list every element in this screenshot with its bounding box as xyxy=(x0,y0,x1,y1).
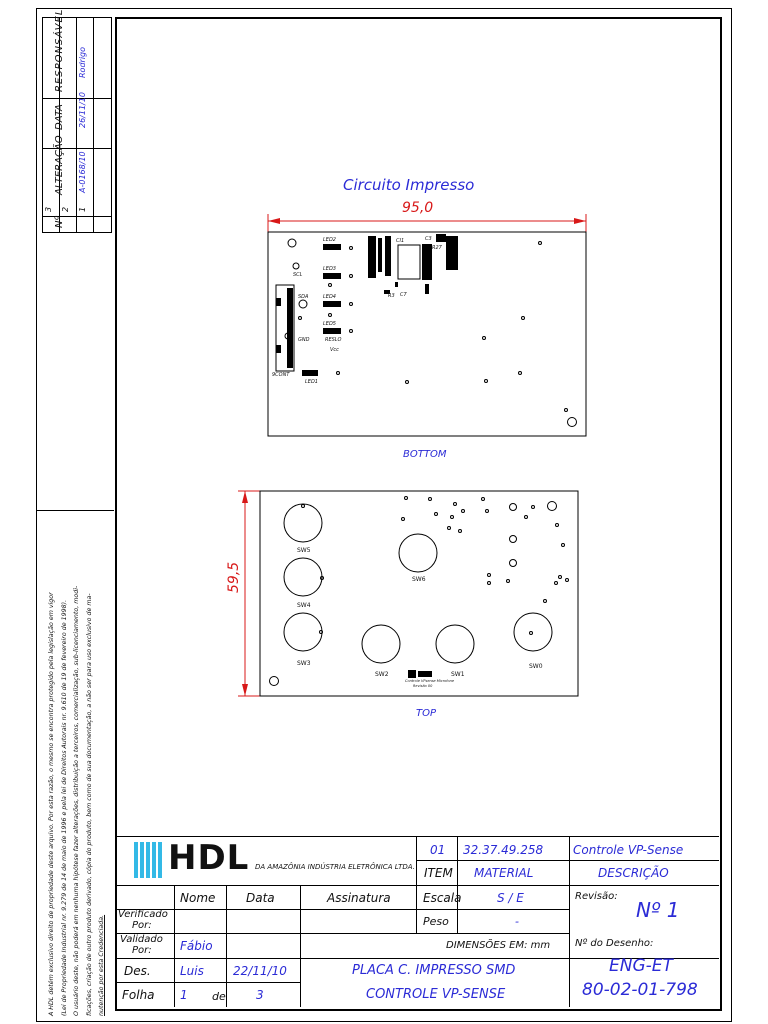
titulo-linha-2: CONTROLE VP-SENSE xyxy=(366,987,506,1002)
description-value: Controle VP-Sense xyxy=(573,843,684,857)
material-code: 32.37.49.258 xyxy=(463,843,544,857)
des-nome: Luis xyxy=(180,964,204,978)
revisao-value: Nº 1 xyxy=(636,898,680,922)
legal-notice-box xyxy=(36,510,114,1021)
switch-label-sw5: SW5 xyxy=(297,547,311,554)
validado-label-1: Validado xyxy=(120,934,163,945)
silk-r27: R27 xyxy=(432,245,442,251)
switch-label-sw2: SW2 xyxy=(375,671,389,678)
verificado-label-1: Verificado xyxy=(118,909,168,920)
col-descricao: DESCRIÇÃO xyxy=(598,866,669,880)
peso-label: Peso xyxy=(423,915,449,928)
silk-led1: LED1 xyxy=(305,379,318,385)
sheet-border xyxy=(36,8,732,1022)
drawing-title: Circuito Impresso xyxy=(343,176,475,194)
peso-value: - xyxy=(515,915,519,928)
silk-c7: C7 xyxy=(400,292,407,298)
revisao-label: Revisão: xyxy=(575,891,618,902)
validado-label-2: Por: xyxy=(132,945,152,956)
header-data: Data xyxy=(246,891,275,905)
silk-led2: LED2 xyxy=(323,237,336,243)
silk-9cont: 9CONT xyxy=(272,372,290,378)
col-material: MATERIAL xyxy=(474,866,534,880)
bottom-label: BOTTOM xyxy=(403,449,447,460)
title-block xyxy=(116,836,719,1007)
desenho-linha-2: 80-02-01-798 xyxy=(582,980,698,1000)
top-logo-text-2: Revisão 00 xyxy=(413,684,433,688)
switch-label-sw0: SW0 xyxy=(529,663,543,670)
silk-led5: LED5 xyxy=(323,321,336,327)
company-tag: DA AMAZÔNIA INDÚSTRIA ELETRÔNICA LTDA. xyxy=(255,863,415,871)
silk-reslo: RESLO xyxy=(325,337,342,343)
top-label: TOP xyxy=(416,708,437,719)
escala-value: S / E xyxy=(497,891,524,905)
top-logo-text-1: Controle VPsense Microfone xyxy=(405,679,455,683)
validado-nome: Fábio xyxy=(180,939,213,953)
silk-led3: LED3 xyxy=(323,266,336,272)
titulo-linha-1: PLACA C. IMPRESSO SMD xyxy=(352,963,516,978)
verificado-label-2: Por: xyxy=(132,920,152,931)
item-number: 01 xyxy=(430,843,446,857)
silk-scl: SCL xyxy=(293,272,303,278)
folha-label: Folha xyxy=(122,988,155,1002)
silk-led4: LED4 xyxy=(323,294,336,300)
desenho-label: Nº do Desenho: xyxy=(575,938,654,949)
header-nome: Nome xyxy=(180,891,216,905)
dimensoes: DIMENSÕES EM: mm xyxy=(446,940,551,951)
desenho-linha-1: ENG-ET xyxy=(609,956,673,976)
folha-de: de xyxy=(212,990,226,1003)
silk-vcc: Vcc xyxy=(330,347,339,353)
silk-r3: R3 xyxy=(388,293,395,299)
height-dimension: 59,5 xyxy=(226,561,242,593)
header-assinatura: Assinatura xyxy=(327,891,391,905)
des-data: 22/11/10 xyxy=(233,964,287,978)
silk-sda: SDA xyxy=(298,294,309,300)
switch-label-sw1: SW1 xyxy=(451,671,465,678)
escala-label: Escala xyxy=(423,891,462,905)
hdl-logo-text: HDL xyxy=(168,838,250,878)
des-label: Des. xyxy=(124,964,151,978)
switch-label-sw4: SW4 xyxy=(297,602,311,609)
width-dimension: 95,0 xyxy=(402,200,434,216)
col-item: ITEM xyxy=(424,866,453,880)
revision-table xyxy=(42,17,112,233)
folha-num: 1 xyxy=(180,988,188,1002)
switch-label-sw6: SW6 xyxy=(412,576,426,583)
folha-total: 3 xyxy=(256,988,264,1002)
drawing-frame xyxy=(115,17,722,1011)
silk-c3: C3 xyxy=(425,236,432,242)
silk-gnd: GND xyxy=(298,337,310,343)
switch-label-sw3: SW3 xyxy=(297,660,311,667)
silk-ci1: CI1 xyxy=(396,238,405,244)
